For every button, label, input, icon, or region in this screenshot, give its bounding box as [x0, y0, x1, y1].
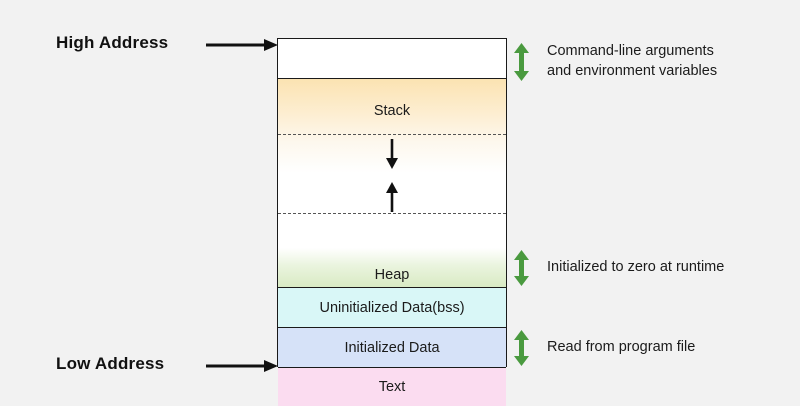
- double-arrow-vertical-icon: [514, 330, 529, 366]
- segment-heap: Heap: [278, 248, 506, 288]
- heap-grows-up-arrow-icon: [386, 182, 398, 212]
- annotation-text-program-file: Read from program file: [513, 330, 695, 366]
- annotation-text-program-file-text: Read from program file: [547, 339, 696, 356]
- segment-initialized-data: Initialized Data: [278, 328, 506, 368]
- double-arrow-vertical-icon: [514, 42, 529, 81]
- segment-command-line-args: [278, 39, 506, 79]
- annotation-bss-zero: Initialized to zero at runtime: [513, 250, 724, 286]
- heap-boundary-dashed-line: [278, 213, 506, 214]
- annotation-command-line-args-text: Command-line arguments and environment v…: [547, 43, 718, 79]
- double-arrow-vertical-icon: [514, 250, 529, 286]
- low-address-arrow-icon: [206, 360, 278, 372]
- stack-boundary-dashed-line: [278, 134, 506, 135]
- stack-grows-down-arrow-icon: [386, 139, 398, 169]
- low-address-label: Low Address: [56, 354, 165, 373]
- annotation-bss-zero-text: Initialized to zero at runtime: [547, 259, 725, 276]
- segment-uninitialized-data-bss: Uninitialized Data(bss): [278, 288, 506, 328]
- segment-text: Text: [278, 368, 506, 406]
- memory-column: Stack Heap Uninitialized Data(bss) Initi…: [277, 38, 507, 406]
- annotation-command-line-args: Command-line arguments and environment v…: [513, 42, 717, 81]
- high-address-arrow-icon: [206, 39, 278, 51]
- high-address-label: High Address: [56, 33, 169, 52]
